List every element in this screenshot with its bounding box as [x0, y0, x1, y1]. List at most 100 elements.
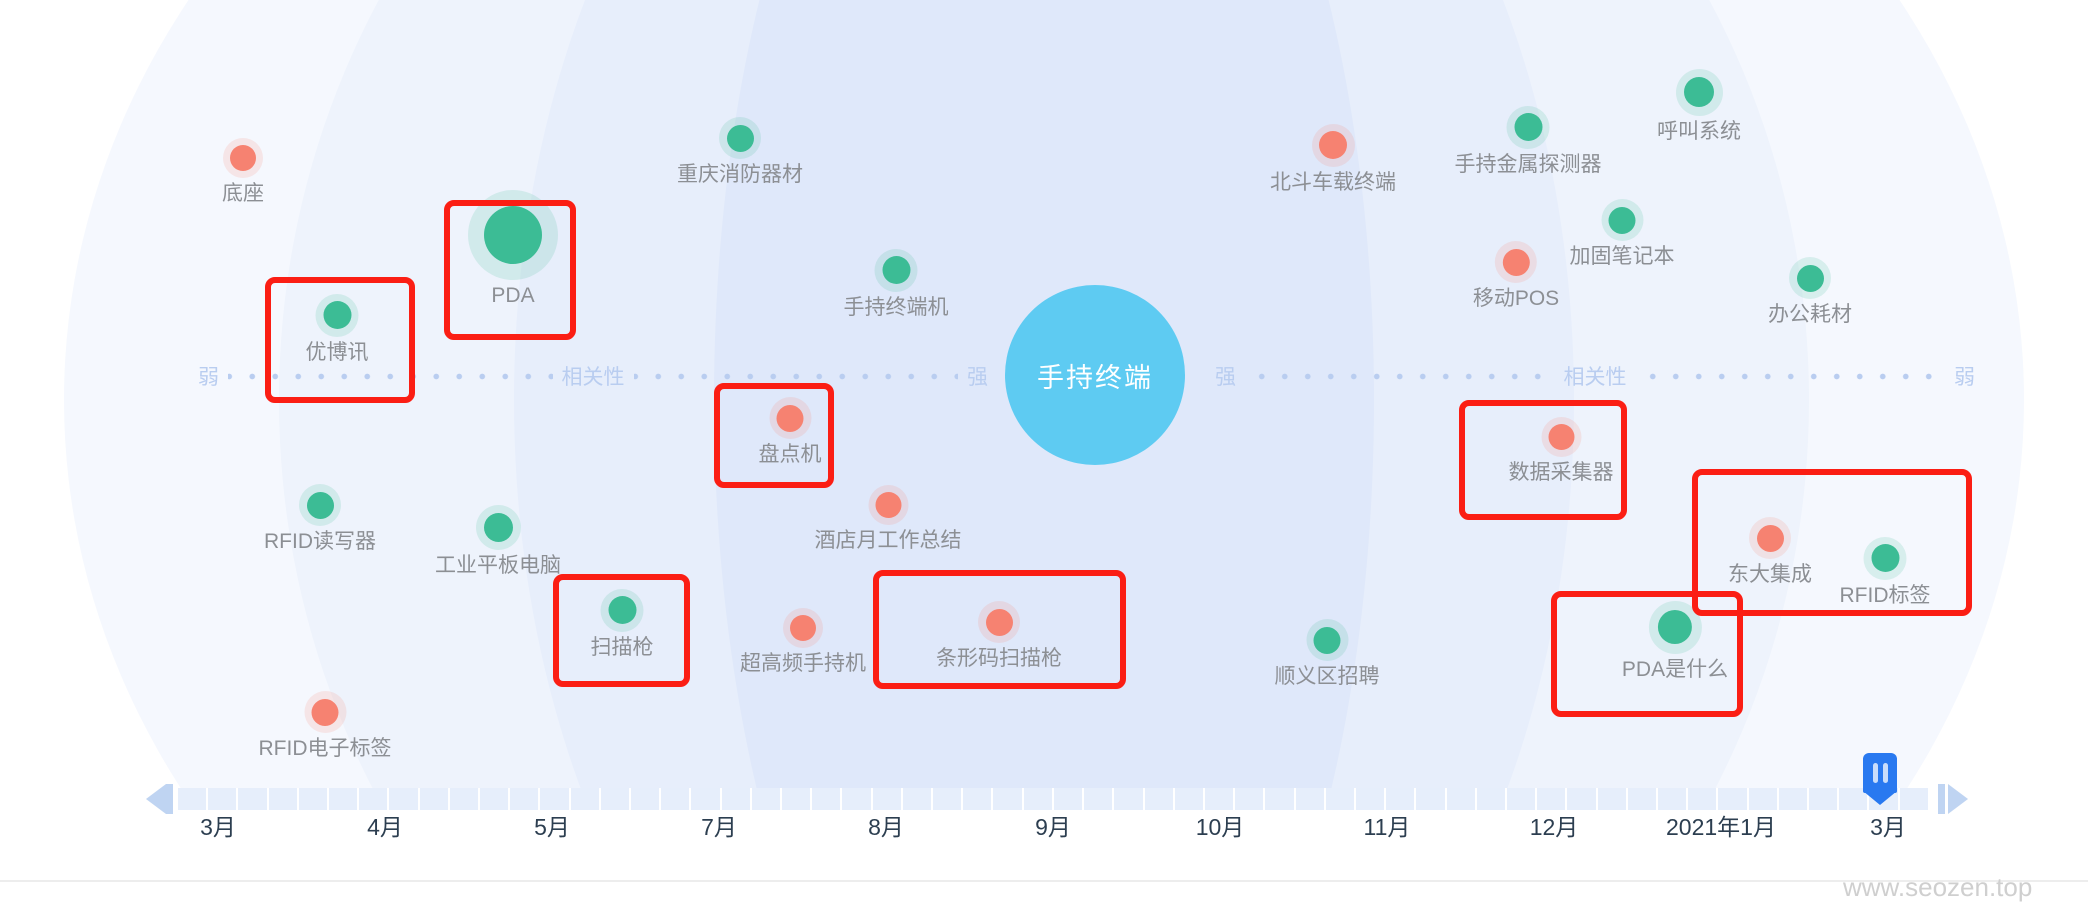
timeline-segment [208, 788, 239, 810]
timeline-segment [1296, 788, 1326, 810]
bubble-dot[interactable] [1871, 544, 1899, 572]
bubble-dot[interactable] [1514, 113, 1542, 141]
bubble-node[interactable]: 顺义区招聘 [1275, 619, 1380, 689]
timeline-segment [238, 788, 269, 810]
bubble-halo [868, 485, 908, 525]
bubble-node[interactable]: 超高频手持机 [740, 608, 866, 676]
bubble-node[interactable]: 办公耗材 [1768, 257, 1852, 327]
axis-left-inner-label: 强 [967, 366, 988, 389]
bubble-halo [1789, 257, 1831, 299]
timeline-segment [329, 788, 360, 810]
bubble-node[interactable]: RFID标签 [1840, 536, 1931, 608]
bubble-dot[interactable] [1608, 206, 1636, 234]
bubble-dot[interactable] [1796, 264, 1824, 292]
bubble-node[interactable]: 加固笔记本 [1570, 199, 1675, 269]
axis-right-inner-label: 强 [1215, 366, 1236, 389]
bubble-dot[interactable] [726, 124, 754, 152]
hub-center-keyword[interactable]: 手持终端 [1005, 285, 1185, 465]
bubble-dot[interactable] [1502, 248, 1530, 276]
bubble-dot[interactable] [1684, 77, 1714, 107]
bubble-dot[interactable] [985, 608, 1013, 636]
bubble-halo [1648, 600, 1702, 654]
bubble-node[interactable]: 优博讯 [306, 293, 369, 365]
timeline-month-label[interactable]: 3月 [1870, 814, 1906, 840]
bubble-label: 数据采集器 [1508, 461, 1614, 484]
bubble-halo [1311, 123, 1355, 167]
bubble-node[interactable]: 扫描枪 [591, 588, 654, 660]
timeline-track[interactable] [178, 788, 1930, 810]
bubble-dot[interactable] [483, 512, 513, 542]
timeline-month-label[interactable]: 4月 [367, 814, 403, 840]
bubble-dot[interactable] [306, 491, 334, 519]
timeline-month-label[interactable]: 11月 [1363, 814, 1411, 840]
bubble-node[interactable]: 底座 [222, 138, 264, 206]
bubble-dot[interactable] [776, 404, 804, 432]
timeline-segment [812, 788, 843, 810]
bubble-dot[interactable] [1548, 424, 1574, 450]
timeline-segment [1477, 788, 1507, 810]
timeline-month-label[interactable]: 3月 [200, 814, 236, 840]
footer-divider [0, 880, 2088, 882]
bubble-halo [475, 504, 521, 550]
timeline-segment [1809, 788, 1840, 810]
bubble-label: 重庆消防器材 [677, 163, 803, 186]
bubble-node[interactable]: PDA是什么 [1622, 600, 1728, 682]
timeline-prev-arrow-icon[interactable] [146, 784, 166, 814]
bubble-node[interactable]: 重庆消防器材 [677, 117, 803, 187]
timeline-next-arrow-icon[interactable] [1948, 784, 1968, 814]
bubble-node[interactable]: 东大集成 [1728, 517, 1812, 587]
bubble-halo [304, 691, 346, 733]
bubble-halo [600, 588, 644, 632]
timeline-segment [540, 788, 571, 810]
bubble-node[interactable]: 盘点机 [759, 397, 822, 467]
bubble-label: PDA [491, 284, 535, 307]
timeline-month-label[interactable]: 7月 [701, 814, 737, 840]
pause-grip-icon-right [1882, 763, 1888, 783]
hub-label: 手持终端 [1037, 362, 1153, 393]
timeline-month-label[interactable]: 12月 [1529, 814, 1579, 840]
timeline-month-label[interactable]: 2021年1月 [1666, 814, 1776, 840]
bubble-dot[interactable] [311, 698, 339, 726]
axis-left-dots-inner [633, 372, 958, 380]
timeline-drag-handle[interactable] [1863, 753, 1897, 793]
bubble-node[interactable]: 北斗车载终端 [1270, 123, 1396, 195]
timeline-segment [1235, 788, 1266, 810]
bubble-dot[interactable] [323, 301, 351, 329]
bubble-dot[interactable] [875, 492, 901, 518]
timeline-month-label[interactable]: 5月 [534, 814, 570, 840]
bubble-node[interactable]: 移动POS [1473, 241, 1559, 311]
bubble-node[interactable]: RFID电子标签 [259, 691, 392, 761]
timeline-segment [389, 788, 420, 810]
timeline-month-label[interactable]: 9月 [1035, 814, 1071, 840]
bubble-dot[interactable] [1313, 626, 1341, 654]
bubble-node[interactable]: 数据采集器 [1509, 417, 1614, 485]
timeline-segment [480, 788, 511, 810]
bubble-node[interactable]: 条形码扫描枪 [936, 601, 1062, 671]
bubble-dot[interactable] [790, 615, 816, 641]
bubble-node[interactable]: 酒店月工作总结 [815, 485, 962, 553]
bubble-node[interactable]: 呼叫系统 [1657, 68, 1741, 144]
bubble-node[interactable]: PDA [468, 190, 558, 308]
timeline-segment [993, 788, 1024, 810]
bubble-node[interactable]: RFID读写器 [264, 484, 376, 554]
timeline-segment [299, 788, 330, 810]
bubble-dot[interactable] [484, 206, 542, 264]
timeline-segment [752, 788, 783, 810]
bubble-halo [1749, 517, 1791, 559]
bubble-dot[interactable] [230, 145, 256, 171]
bubble-halo [299, 484, 341, 526]
axis-left-dots-outer [228, 372, 553, 380]
bubble-node[interactable]: 工业平板电脑 [435, 504, 561, 578]
bubble-dot[interactable] [1756, 524, 1784, 552]
bubble-dot[interactable] [882, 256, 910, 284]
timeline-month-label[interactable]: 8月 [868, 814, 904, 840]
timeline-segment [420, 788, 450, 810]
timeline-month-label[interactable]: 10月 [1195, 814, 1245, 840]
bubble-dot[interactable] [608, 596, 636, 624]
bubble-dot[interactable] [1319, 131, 1347, 159]
bubble-node[interactable]: 手持金属探测器 [1455, 105, 1602, 177]
bubble-node[interactable]: 手持终端机 [844, 248, 949, 320]
bubble-dot[interactable] [1658, 610, 1692, 644]
bubble-halo [315, 293, 359, 337]
timeline-segment [873, 788, 903, 810]
